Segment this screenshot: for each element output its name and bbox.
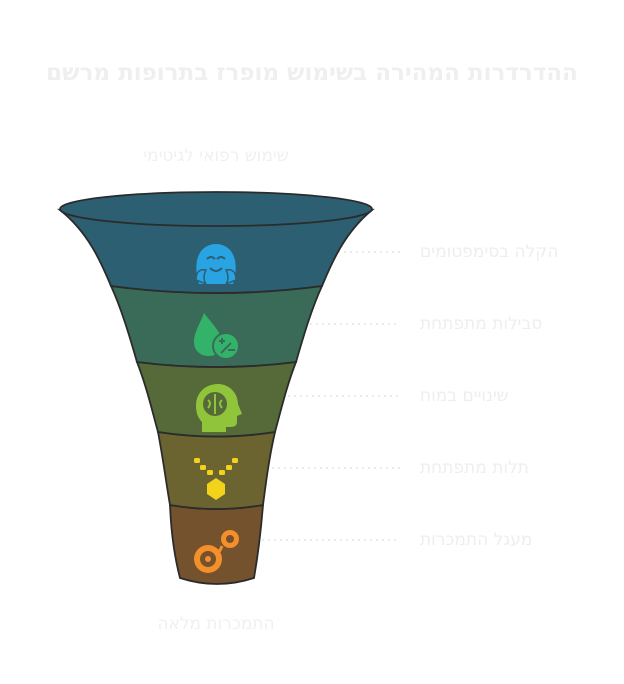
relief-face-icon [195,244,237,286]
chain-necklace-icon [194,458,238,500]
funnel-top-label: שימוש רפואי לגיטימי [143,146,289,166]
stage-label-4: תלות מתפתחת [420,458,529,478]
diagram-title: ההדרדרות המהירה בשימוש מופרז בתרופות מרש… [46,60,578,86]
stage-label-5: מעגל התמכרות [420,530,533,550]
funnel-rim [59,191,373,227]
drop-percent-icon [194,313,240,360]
brain-head-icon [196,384,242,432]
funnel-segment-5 [169,503,264,585]
funnel-bottom-label: התמכרות מלאה [157,614,275,634]
stage-label-2: סבילות מתפתחת [420,314,543,334]
stage-label-1: הקלה בסימפטומים [420,242,559,262]
stage-label-3: שינויים במוח [420,386,509,406]
pills-cycle-icon [194,530,239,573]
